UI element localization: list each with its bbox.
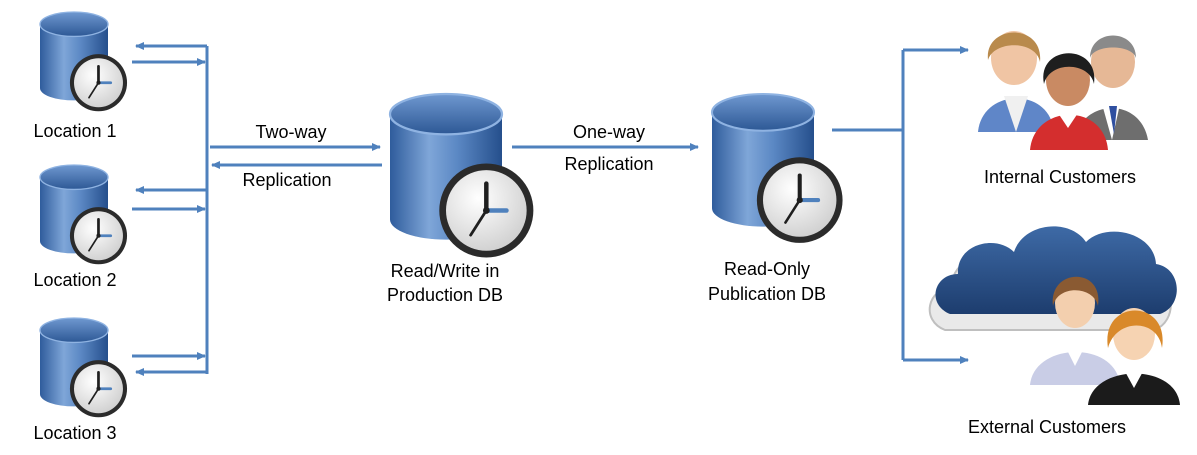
location-connector-bus: [132, 42, 209, 376]
internal-customers-label: Internal Customers: [983, 167, 1137, 187]
customer-distribution-lines: [832, 46, 969, 364]
publication-db-label-line1: Read-Only: [723, 259, 811, 279]
two-way-label: Two-way: [255, 122, 327, 142]
publication-db-label-line2: Publication DB: [707, 284, 827, 304]
location-1-db-icon: [38, 10, 129, 113]
external-customers-label: External Customers: [967, 417, 1127, 437]
publication-db-icon: [712, 94, 843, 243]
external-customers-icon: [928, 226, 1180, 405]
two-way-replication-arrows: [210, 143, 382, 169]
location-3-label: Location 3: [33, 423, 117, 443]
production-db-label-line2: Production DB: [386, 285, 504, 305]
two-way-replication-label: Replication: [242, 170, 332, 190]
location-2-label: Location 2: [33, 270, 117, 290]
location-2-db-icon: [38, 163, 129, 266]
location-3-db-icon: [38, 316, 129, 419]
internal-customers-icon: [978, 31, 1148, 150]
one-way-replication-label: Replication: [564, 154, 654, 174]
production-db-icon: [390, 94, 533, 258]
location-1-label: Location 1: [33, 121, 117, 141]
production-db-label-line1: Read/Write in: [390, 261, 500, 281]
one-way-label: One-way: [572, 122, 646, 142]
